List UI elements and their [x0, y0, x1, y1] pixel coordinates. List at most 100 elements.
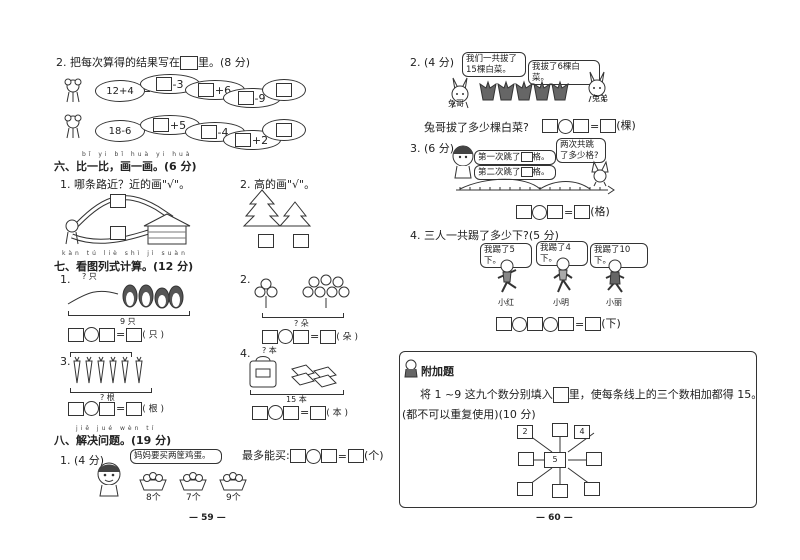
sec6-title: 六、比一比，画一画。(6 分) — [54, 160, 197, 173]
answer-box[interactable] — [110, 226, 126, 240]
grid-cell[interactable]: 4 — [574, 425, 590, 439]
sec7-q4-total: 15 本 — [286, 395, 307, 404]
sec8-unit: (个) — [363, 449, 384, 462]
sec8-title: 八、解决问题。(19 分) — [54, 434, 172, 447]
grid-cell[interactable] — [584, 482, 600, 496]
bonus-icon — [403, 359, 419, 380]
answer-box[interactable] — [68, 401, 84, 416]
q2-title-tail: 里。(8 分) — [198, 56, 251, 69]
r-bubble-b: 我拔了6棵白菜。 — [528, 60, 600, 86]
answer-box[interactable] — [155, 77, 172, 91]
r-bubble-c: 两次共跳了多少格? — [556, 138, 606, 164]
answer-box[interactable] — [237, 91, 254, 105]
answer-box[interactable] — [99, 327, 115, 342]
answer-box[interactable] — [110, 194, 126, 208]
bonus-text: 将 1 ~9 这九个数分别填入里，使每条线上的三个数相加都得 15。 — [420, 387, 763, 403]
sec7-q4-equation: =( 本 ) — [252, 405, 348, 420]
grid-cell[interactable] — [586, 452, 602, 466]
answer-box[interactable] — [347, 449, 364, 463]
operator-circle[interactable] — [532, 204, 547, 220]
answer-box[interactable] — [520, 167, 533, 177]
sec7-q1-equation: =( 只 ) — [68, 327, 164, 342]
answer-box[interactable] — [258, 234, 274, 248]
operator-circle[interactable] — [543, 316, 558, 332]
answer-box[interactable] — [68, 327, 84, 342]
answer-box[interactable] — [520, 152, 533, 162]
operator-circle[interactable] — [278, 329, 293, 344]
answer-box[interactable] — [573, 119, 589, 133]
grid-cell[interactable] — [517, 482, 533, 496]
chain2-start: 18-6 — [95, 120, 145, 142]
answer-box[interactable] — [516, 205, 532, 219]
answer-box[interactable] — [293, 234, 309, 248]
r-q4-unit: (下) — [601, 317, 621, 330]
carrots-picture — [70, 356, 150, 390]
answer-box[interactable] — [126, 401, 143, 416]
answer-box[interactable] — [527, 317, 543, 331]
sec7-q3-num: 3. — [60, 355, 71, 368]
grid-cell[interactable]: 5 — [544, 452, 566, 468]
mouse-icon — [63, 114, 85, 143]
answer-box[interactable] — [542, 119, 558, 133]
grid-cell[interactable] — [552, 423, 568, 437]
fox-icon — [588, 160, 610, 189]
r-q2-unit: (棵) — [616, 119, 636, 132]
answer-box[interactable] — [496, 317, 512, 331]
mouse-icon — [63, 78, 85, 107]
r-q2-equation: =(棵) — [542, 117, 636, 134]
brace-total — [250, 390, 344, 395]
operator-circle[interactable] — [512, 316, 527, 332]
answer-box[interactable] — [585, 317, 602, 331]
chain2-result — [262, 119, 306, 141]
answer-box[interactable] — [234, 133, 251, 147]
answer-box[interactable] — [310, 405, 327, 420]
answer-box[interactable] — [600, 119, 617, 133]
answer-box[interactable] — [200, 125, 217, 139]
operator-circle[interactable] — [268, 405, 283, 420]
answer-box[interactable] — [547, 205, 563, 219]
bonus-note: (都不可以重复使用)(10 分) — [402, 408, 536, 421]
roads-picture — [62, 188, 202, 251]
sec6-q1: 1. 哪条路近？近的画"√"。 — [60, 178, 191, 191]
rabbit-a-label: 兔哥 — [448, 99, 464, 108]
answer-box[interactable] — [320, 329, 337, 344]
grid-cell[interactable] — [552, 484, 568, 498]
answer-box[interactable] — [289, 449, 306, 463]
kid-name: 小丽 — [606, 298, 622, 307]
answer-box[interactable] — [574, 205, 591, 219]
penguins-picture — [67, 280, 188, 313]
operator-circle[interactable] — [558, 118, 573, 134]
r-q2-question: 兔哥拔了多少棵白菜? — [424, 121, 529, 134]
grid-cell[interactable] — [518, 452, 534, 466]
answer-box[interactable] — [126, 327, 143, 342]
answer-box[interactable] — [276, 83, 292, 97]
sec8-bubble: 妈妈要买两筐鸡蛋。 — [130, 449, 222, 464]
answer-box[interactable] — [252, 405, 268, 420]
sec7-q2-equation: =( 朵 ) — [262, 329, 358, 344]
r-jump1: 第一次跳了格。 — [474, 150, 556, 166]
operator-circle[interactable] — [84, 401, 99, 416]
rabbit-icon — [447, 77, 475, 111]
brace-total — [70, 388, 152, 393]
page-number-left: — 59 — — [189, 513, 226, 523]
answer-box[interactable] — [558, 317, 574, 331]
r-q3: 3. (6 分) — [410, 142, 455, 155]
answer-box[interactable] — [152, 118, 169, 132]
sec7-q2-total: ? 朵 — [294, 319, 309, 328]
answer-box[interactable] — [99, 401, 115, 416]
operator-circle[interactable] — [84, 327, 99, 342]
answer-box-sample — [552, 387, 569, 403]
basket-label: 9个 — [226, 493, 241, 503]
answer-box[interactable] — [320, 449, 337, 463]
answer-box[interactable] — [262, 329, 278, 344]
operator-circle[interactable] — [305, 448, 321, 464]
sec8-equation: 最多能买:=(个) — [242, 448, 384, 464]
answer-box[interactable] — [276, 123, 292, 137]
answer-box[interactable] — [283, 405, 299, 420]
r-q2: 2. (4 分) — [410, 56, 455, 69]
grid-cell[interactable]: 2 — [517, 425, 533, 439]
answer-box[interactable] — [197, 83, 214, 97]
page-number-right: — 60 — — [536, 513, 573, 523]
answer-box[interactable] — [293, 329, 309, 344]
basket-label: 8个 — [146, 493, 161, 503]
